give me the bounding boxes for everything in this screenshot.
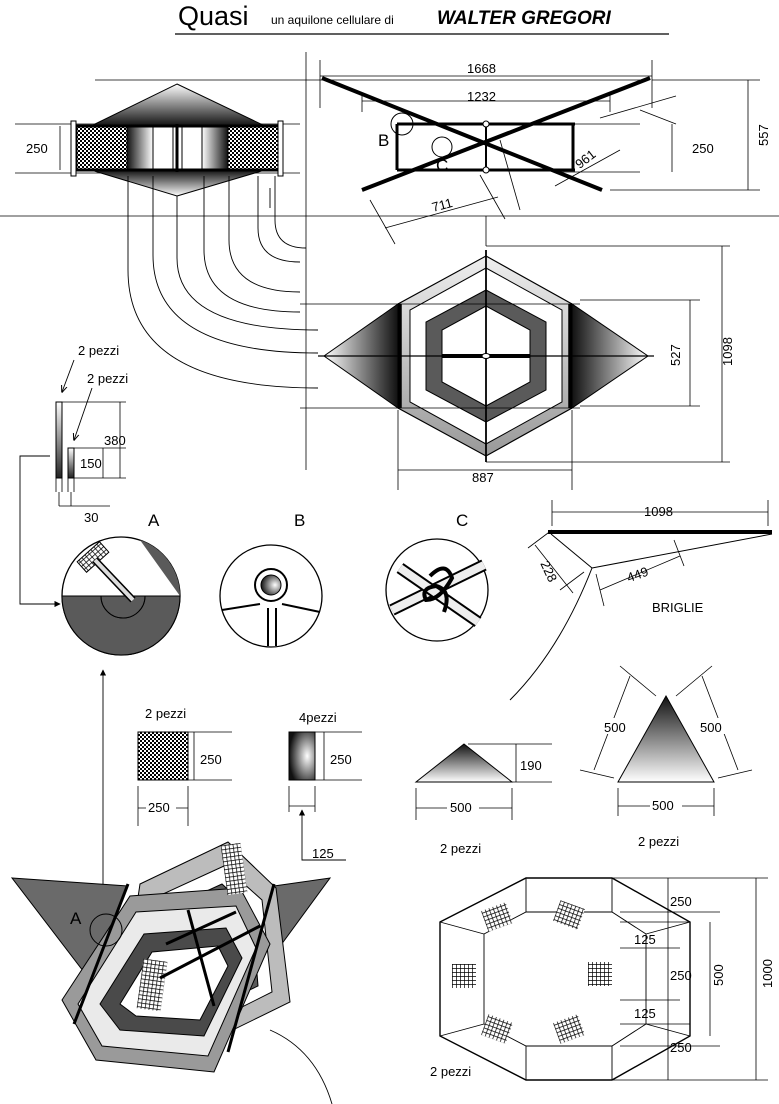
dim-190: 190 [520,758,542,773]
title-logo: Quasi [178,1,249,31]
side-view-checker-right [227,125,279,171]
side-view-panel [181,125,203,171]
label-big-triangle-pieces: 2 pezzi [638,834,679,849]
dim-hex-125-a: 125 [634,932,656,947]
frame-joint [482,166,490,174]
piece-hexagon: 250 125 250 500 125 250 1000 2 pezzi [430,877,775,1081]
label-gradient-pieces: 4pezzi [299,710,337,725]
arrow [62,359,75,392]
dim-250-checker-w: 250 [148,800,170,815]
detail-c: C [385,511,489,642]
side-view-panel [152,125,174,171]
dim-887: 887 [472,470,494,485]
front-view-hub [481,353,491,359]
perspective-spars [72,883,276,1053]
dim-380: 380 [104,433,126,448]
title-block: Quasi un aquilone cellulare di WALTER GR… [175,1,669,35]
dim-hex-250-mid: 250 [670,968,692,983]
side-view-panel [126,125,154,171]
dim-527: 527 [668,344,683,366]
detail-b: B [219,511,323,648]
side-view-bottom-sail [90,169,266,197]
label-bridle: BRIGLIE [652,600,704,615]
label-rod-pieces-2: 2 pezzi [87,371,128,386]
detail-c-label: C [456,511,468,530]
dim-711: 711 [430,195,454,215]
dim-250-gradient: 250 [330,752,352,767]
dim-150: 150 [80,456,102,471]
label-rod-pieces-1: 2 pezzi [78,343,119,358]
label-hex-pieces: 2 pezzi [430,1064,471,1079]
detail-b-label: B [294,511,305,530]
dim-hex-250-bottom: 250 [670,1040,692,1055]
label-point-b: B [378,131,389,150]
dim-500-triangle-right: 500 [700,720,722,735]
frame-cross-spar [361,76,651,192]
front-view: 527 1098 887 [300,216,735,490]
dim-961: 961 [572,146,598,171]
dim-hex-500: 500 [711,964,726,986]
dim-500-triangle-left: 500 [604,720,626,735]
frame-detail-b-circle [390,112,414,136]
rod-short [67,447,75,479]
piece-checker: 2 pezzi 250 250 [137,706,232,826]
dim-557: 557 [756,124,771,146]
frame-detail-c-circle [431,136,453,158]
side-view-end-cap [70,120,77,177]
dim-hex-1000: 1000 [760,959,775,988]
detail-a: A [61,511,181,656]
projection-curves [127,176,319,389]
dim-1098-bridle: 1098 [644,504,673,519]
dim-228: 228 [537,558,560,584]
dim-hex-125-b: 125 [634,1006,656,1021]
label-point-a: A [70,909,82,928]
perspective-view: A [10,669,333,1104]
piece-small-triangle: 190 500 2 pezzi [414,743,552,856]
perspective-bridle [269,1029,333,1104]
detail-a-label: A [148,511,160,530]
dim-hex-250-top: 250 [670,894,692,909]
dim-250-side: 250 [26,141,48,156]
dim-500-triangle-bottom: 500 [652,798,674,813]
side-view: 250 [26,83,284,197]
rod-long [55,401,63,479]
dim-30: 30 [84,510,98,525]
dim-500-small-triangle: 500 [450,800,472,815]
dim-449: 449 [625,564,651,586]
rod-tips [55,478,110,507]
title-author: WALTER GREGORI [437,8,612,29]
piece-gradient: 4pezzi 250 125 [288,710,362,861]
side-view-end-cap [277,120,284,177]
frame-joint [482,120,490,128]
dim-250-checker-h: 250 [200,752,222,767]
arrow-rod-to-detail-a [19,455,61,608]
dim-1668: 1668 [467,61,496,76]
bridle: 1098 228 449 BRIGLIE [509,500,773,701]
dim-250-frame: 250 [692,141,714,156]
side-view-panel [201,125,229,171]
arrow [74,387,93,440]
piece-big-triangle: 500 500 500 2 pezzi [579,665,753,849]
side-view-checker-left [76,125,128,171]
frame-cross-spar [321,76,603,192]
label-checker-pieces: 2 pezzi [145,706,186,721]
side-view-top-sail [90,83,266,127]
dim-1098-vertical: 1098 [720,337,735,366]
label-point-c: C [436,156,448,175]
rods: 2 pezzi 2 pezzi 380 150 30 [19,343,128,608]
perspective-detail-a-circle [89,913,123,947]
label-small-triangle-pieces: 2 pezzi [440,841,481,856]
title-subtitle: un aquilone cellulare di [271,13,394,27]
dim-125-gradient: 125 [312,846,334,861]
dim-1232: 1232 [467,89,496,104]
